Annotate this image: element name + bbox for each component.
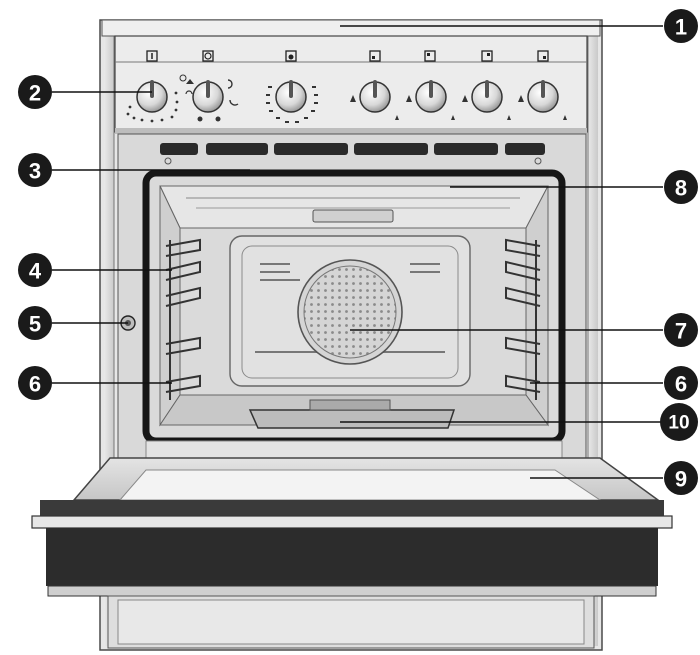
lower-drawer xyxy=(108,596,594,648)
svg-text:9: 9 xyxy=(675,467,687,492)
callout-10: 10 xyxy=(660,403,698,441)
svg-text:6: 6 xyxy=(675,372,687,397)
callout-2: 2 xyxy=(18,75,52,109)
svg-text:3: 3 xyxy=(29,159,41,184)
fan-cover xyxy=(298,260,402,364)
callout-7: 7 xyxy=(664,313,698,347)
oven-cavity xyxy=(146,173,562,441)
callout-4: 4 xyxy=(18,253,52,287)
callout-3: 3 xyxy=(18,153,52,187)
callout-5: 5 xyxy=(18,306,52,340)
back-panel xyxy=(230,236,470,386)
control-panel xyxy=(115,36,587,134)
svg-text:5: 5 xyxy=(29,312,41,337)
svg-text:4: 4 xyxy=(29,259,42,284)
svg-text:6: 6 xyxy=(29,372,41,397)
callout-6-left: 6 xyxy=(18,366,52,400)
svg-text:2: 2 xyxy=(29,81,41,106)
top-strip xyxy=(102,20,600,36)
svg-text:7: 7 xyxy=(675,319,687,344)
callout-8: 8 xyxy=(664,170,698,204)
svg-text:10: 10 xyxy=(668,413,689,434)
callout-1: 1 xyxy=(664,9,698,43)
svg-text:1: 1 xyxy=(675,15,687,40)
callout-9: 9 xyxy=(664,461,698,495)
callout-6-right: 6 xyxy=(664,366,698,400)
svg-text:8: 8 xyxy=(675,176,687,201)
